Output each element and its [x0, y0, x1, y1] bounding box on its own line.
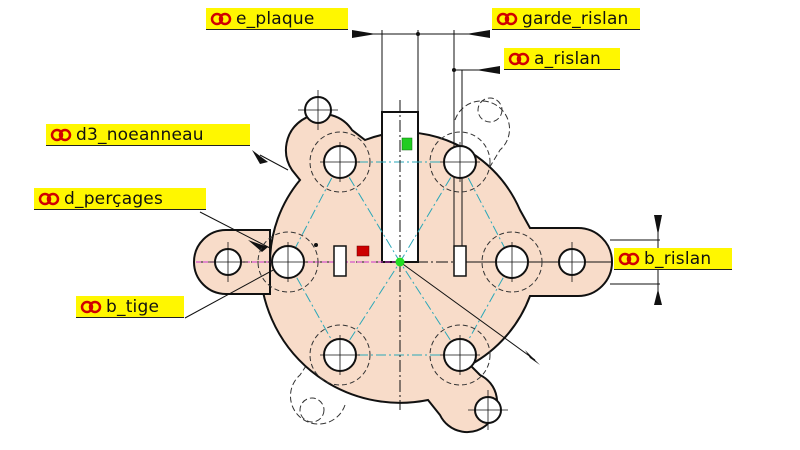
- hole[interactable]: [429, 324, 491, 386]
- param-label: d_perçages: [64, 188, 164, 209]
- link-icon: [38, 192, 60, 205]
- hole[interactable]: [552, 242, 592, 282]
- hole[interactable]: [481, 231, 543, 293]
- param-label: d3_noeanneau: [76, 124, 204, 145]
- link-icon: [80, 300, 102, 313]
- reference-dot: [416, 32, 420, 36]
- rislan-slot-left[interactable]: [333, 245, 347, 277]
- param-label: b_rislan: [644, 248, 712, 269]
- hole[interactable]: [309, 324, 371, 386]
- link-icon: [496, 12, 518, 25]
- hole-clearance-circle: [481, 231, 543, 293]
- link-icon: [508, 52, 530, 65]
- rislan-slot-right[interactable]: [453, 245, 467, 277]
- link-icon: [210, 12, 232, 25]
- param-label: b_tige: [106, 296, 160, 317]
- param-label: a_rislan: [534, 48, 602, 69]
- reference-dot: [314, 243, 318, 247]
- reference-dot: [452, 68, 456, 72]
- hole[interactable]: [257, 231, 319, 293]
- param-b-rislan[interactable]: b_rislan: [614, 248, 732, 270]
- link-icon: [618, 252, 640, 265]
- marker-green[interactable]: [401, 137, 413, 151]
- hole[interactable]: [468, 390, 508, 430]
- param-garde-rislan[interactable]: garde_rislan: [492, 8, 640, 30]
- marker-red[interactable]: [356, 245, 370, 257]
- param-d3-noeanneau[interactable]: d3_noeanneau: [46, 124, 250, 146]
- hole[interactable]: [208, 242, 248, 282]
- param-a-rislan[interactable]: a_rislan: [504, 48, 620, 70]
- param-d-percages[interactable]: d_perçages: [34, 188, 206, 210]
- param-label: garde_rislan: [522, 8, 629, 29]
- hole[interactable]: [298, 90, 338, 130]
- hole-clearance-circle: [309, 324, 371, 386]
- param-b-tige[interactable]: b_tige: [76, 296, 184, 318]
- hole-clearance-circle: [429, 324, 491, 386]
- ghost-lobes: [290, 97, 510, 425]
- link-icon: [50, 128, 72, 141]
- param-e-plaque[interactable]: e_plaque: [206, 8, 348, 30]
- hole[interactable]: [429, 131, 491, 193]
- holes[interactable]: [208, 90, 592, 430]
- arrow-heads: [248, 30, 662, 365]
- param-label: e_plaque: [236, 8, 315, 29]
- hole-clearance-circle: [309, 131, 371, 193]
- hole[interactable]: [309, 131, 371, 193]
- hole-clearance-circle: [429, 131, 491, 193]
- hole-clearance-circle: [257, 231, 319, 293]
- center-point[interactable]: [395, 257, 405, 267]
